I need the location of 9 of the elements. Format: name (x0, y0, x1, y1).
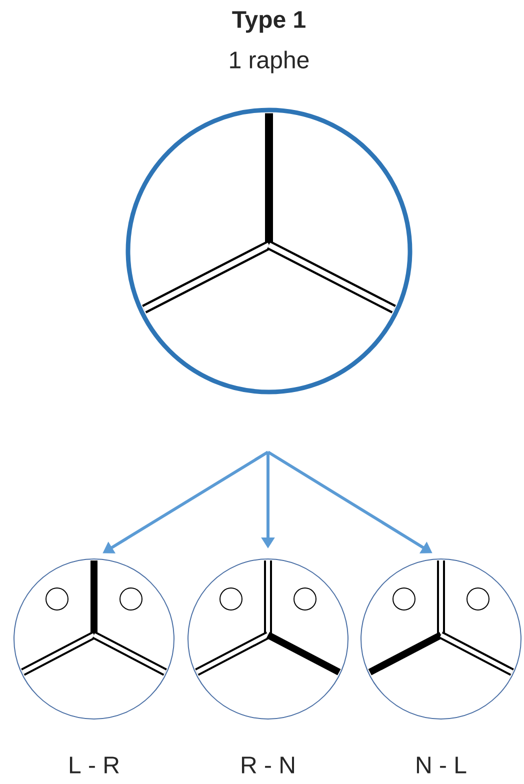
valve-label: R - N (242, 756, 294, 774)
valve-circle (188, 558, 348, 774)
valve-label: L - R (70, 756, 119, 774)
valve-circle (360, 558, 522, 774)
title: Type 1 (232, 11, 306, 33)
valve-circle (14, 558, 174, 774)
valve-circle (126, 11, 412, 394)
subtitle: 1 raphe (230, 50, 309, 74)
valve-label: N - L (416, 756, 466, 774)
